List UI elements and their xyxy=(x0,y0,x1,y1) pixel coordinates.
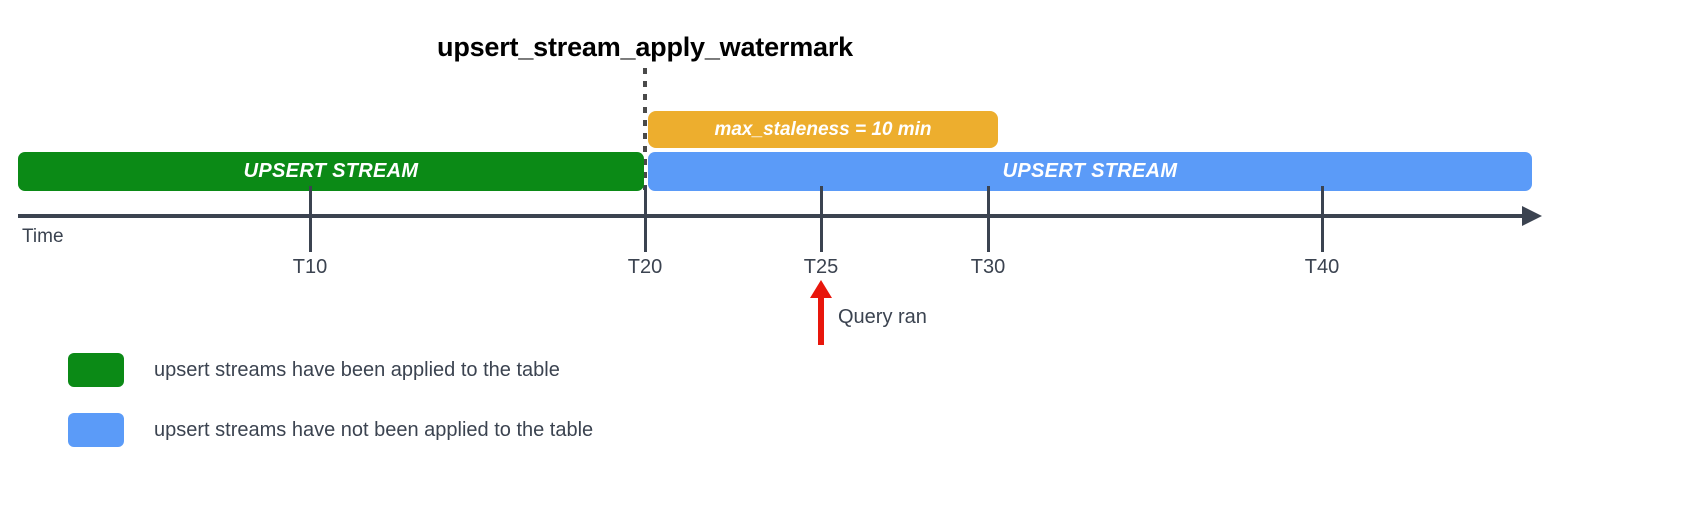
page-title: upsert_stream_apply_watermark xyxy=(437,32,853,62)
axis-tick-label-t30: T30 xyxy=(970,256,1006,278)
upsert-stream-applied-label: UPSERT STREAM xyxy=(243,160,419,182)
legend-swatch-icon xyxy=(68,413,124,447)
query-ran-arrow-head-icon xyxy=(810,280,832,298)
upsert-stream-applied-bar: UPSERT STREAM xyxy=(18,152,644,191)
axis-tick-label-t20: T20 xyxy=(627,256,663,278)
time-axis-arrow-icon xyxy=(1522,206,1542,226)
max-staleness-label: max_staleness = 10 min xyxy=(714,118,932,140)
time-axis-line xyxy=(18,214,1530,218)
legend-item: upsert streams have been applied to the … xyxy=(68,352,593,388)
query-ran-label: Query ran xyxy=(838,306,927,328)
axis-tick-label-t10: T10 xyxy=(292,256,328,278)
axis-tick-t30 xyxy=(987,186,990,252)
axis-tick-t40 xyxy=(1321,186,1324,252)
query-ran-arrow-shaft xyxy=(818,295,824,345)
watermark-dotted-line xyxy=(643,68,647,190)
legend-label: upsert streams have not been applied to … xyxy=(154,418,594,441)
legend-swatch-icon xyxy=(68,353,124,387)
max-staleness-bar: max_staleness = 10 min xyxy=(648,111,998,148)
axis-tick-label-t25: T25 xyxy=(803,256,839,278)
upsert-stream-not-applied-bar: UPSERT STREAM xyxy=(648,152,1532,191)
legend: upsert streams have been applied to the … xyxy=(68,352,593,472)
upsert-stream-not-applied-label: UPSERT STREAM xyxy=(1002,160,1178,182)
axis-tick-t25 xyxy=(820,186,823,252)
axis-tick-label-t40: T40 xyxy=(1304,256,1340,278)
legend-item: upsert streams have not been applied to … xyxy=(68,412,593,448)
time-axis-label: Time xyxy=(22,226,64,247)
legend-label: upsert streams have been applied to the … xyxy=(154,358,560,381)
axis-tick-t10 xyxy=(309,186,312,252)
axis-tick-t20 xyxy=(644,186,647,252)
